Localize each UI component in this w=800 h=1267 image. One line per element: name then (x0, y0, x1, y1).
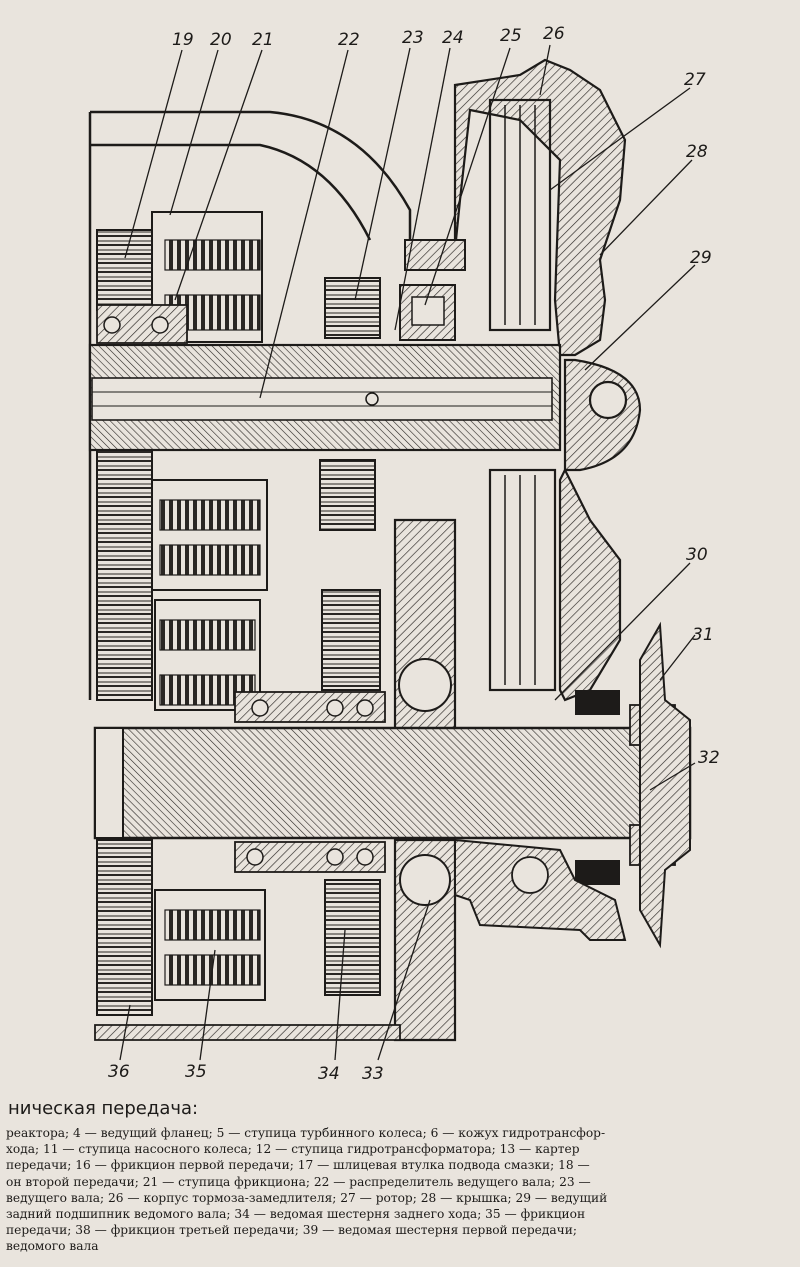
caption-line: хода; 11 — ступица насосного колеса; 12 … (6, 1142, 580, 1157)
caption-line: задний подшипник ведомого вала; 34 — вед… (6, 1207, 586, 1222)
rear-housing (453, 58, 642, 702)
callout-29: 29 (690, 248, 712, 268)
caption-line: реактора; 4 — ведущий фланец; 5 — ступиц… (6, 1126, 606, 1140)
callout-26: 26 (543, 24, 565, 44)
upper-gears (96, 211, 466, 344)
callout-25: 25 (500, 26, 522, 46)
caption-line: передачи; 16 — фрикцион первой передачи;… (6, 1158, 590, 1173)
callout-31: 31 (692, 625, 714, 645)
caption-body: реактора; 4 — ведущий фланец; 5 — ступиц… (6, 1125, 796, 1255)
transmission-section-drawing (88, 44, 696, 1061)
output-shaft (93, 621, 692, 949)
callout-30: 30 (686, 545, 708, 565)
callout-22: 22 (338, 30, 360, 50)
callout-20: 20 (210, 30, 232, 50)
caption-line: он второй передачи; 21 — ступица фрикцио… (6, 1174, 591, 1189)
middle-gears (96, 449, 457, 732)
rotor (488, 98, 557, 692)
callout-19: 19 (172, 30, 194, 50)
callout-24: 24 (442, 28, 464, 48)
callout-34: 34 (318, 1064, 340, 1084)
callout-32: 32 (698, 748, 720, 768)
leader-lines (119, 44, 696, 1061)
callout-21: 21 (252, 30, 274, 50)
caption-line: ведущего вала; 26 — корпус тормоза-замед… (6, 1190, 608, 1205)
callout-35: 35 (185, 1062, 207, 1082)
caption-title: ническая передача: (8, 1098, 199, 1119)
callout-23: 23 (402, 28, 424, 48)
caption-line: ведомого вала (6, 1239, 99, 1254)
lower-gears (94, 838, 627, 1042)
figure-caption: ническая передача: реактора; 4 — ведущий… (6, 1098, 796, 1255)
drive-shaft (88, 343, 562, 452)
callout-33: 33 (362, 1064, 384, 1084)
caption-line: передачи; 38 — фрикцион третьей передачи… (6, 1223, 577, 1238)
callout-28: 28 (686, 142, 708, 162)
callout-36: 36 (108, 1062, 130, 1082)
callout-27: 27 (684, 70, 706, 90)
